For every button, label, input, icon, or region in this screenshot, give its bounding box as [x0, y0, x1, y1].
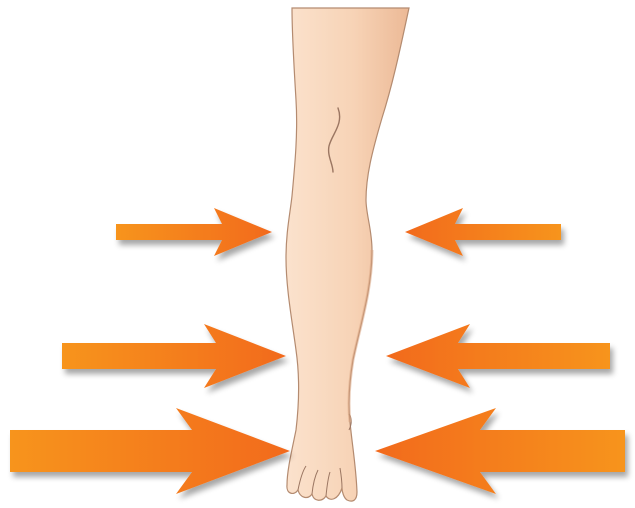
arrow-upper-left — [116, 208, 272, 256]
arrow-lower-left — [10, 408, 290, 494]
arrow-middle-right — [386, 324, 610, 388]
arrow-lower-right — [375, 408, 625, 494]
arrow-middle-left — [62, 324, 286, 388]
leg-icon — [286, 8, 409, 501]
arrow-upper-right — [405, 208, 561, 256]
